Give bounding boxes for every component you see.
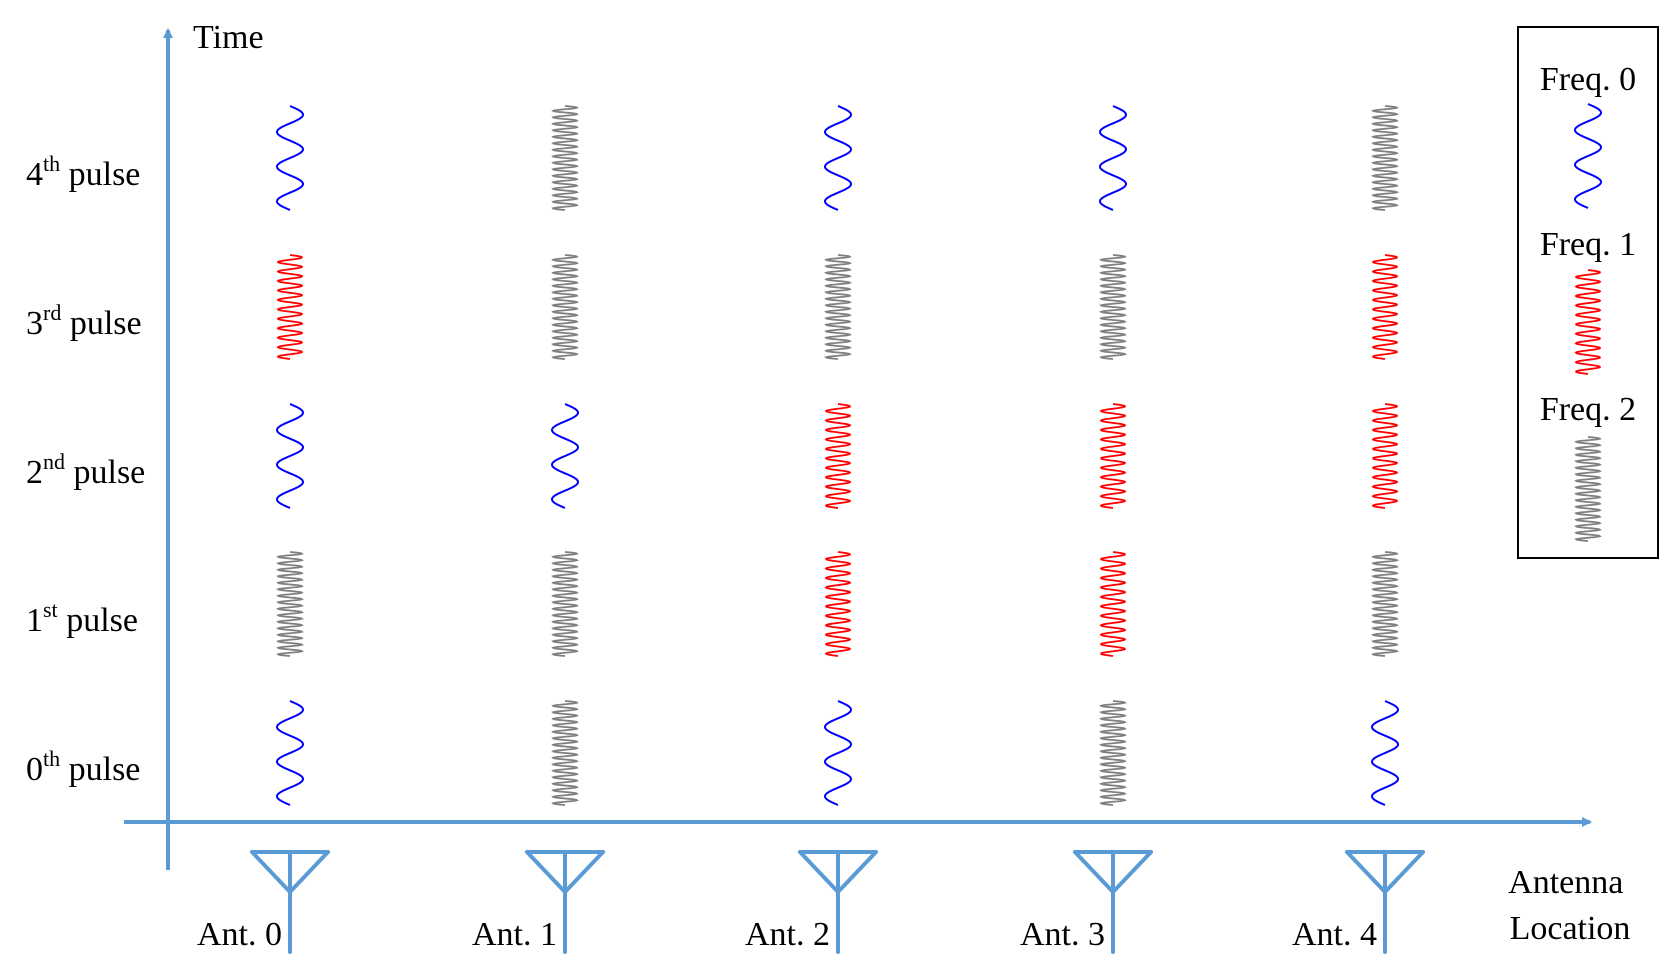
antenna-axis-label-line2: Location	[1510, 910, 1631, 947]
time-axis-label: Time	[193, 19, 264, 56]
waveform-pulse3-ant2	[824, 254, 852, 360]
legend-wave-freq-0	[1573, 103, 1603, 209]
antenna-axis-label: Antenna Location	[1508, 864, 1632, 947]
waveform-pulse4-ant3	[1098, 105, 1128, 211]
antenna-icon	[250, 850, 330, 954]
legend-box	[1517, 26, 1659, 559]
pulse-label-1: 1st pulse	[26, 597, 138, 639]
waveform-pulse2-ant3	[1099, 403, 1127, 509]
pulse-label-0: 0th pulse	[26, 746, 140, 788]
antenna-1: Ant. 1	[472, 850, 605, 954]
waveform-pulse0-ant0	[275, 700, 305, 806]
antenna-label-2: Ant. 2	[745, 916, 830, 953]
pulse-number: 2	[26, 454, 43, 491]
pulse-ordinal-suffix: th	[43, 151, 60, 176]
frequency-legend: Freq. 0 Freq. 1 Freq. 2	[1517, 26, 1659, 559]
waveform-pulse2-ant4	[1371, 403, 1399, 509]
antenna-icon	[525, 850, 605, 954]
pulse-number: 0	[26, 751, 43, 788]
waveform-pulse0-ant4	[1370, 700, 1400, 806]
legend-label-freq-2: Freq. 2	[1540, 391, 1636, 428]
waveform-pulse4-ant1	[551, 105, 579, 211]
antenna-icon	[1073, 850, 1153, 954]
waveform-pulse1-ant1	[551, 551, 579, 657]
pulse-ordinal-suffix: th	[43, 746, 60, 771]
pulse-word: pulse	[61, 305, 141, 342]
waveform-pulse2-ant2	[824, 403, 852, 509]
antenna-label-0: Ant. 0	[197, 916, 282, 953]
waveform-pulse3-ant0	[276, 254, 304, 360]
antenna-axis-label-line1: Antenna	[1508, 864, 1623, 901]
pulse-ordinal-suffix: nd	[43, 449, 65, 474]
legend-wave-freq-2	[1574, 436, 1602, 542]
pulse-label-3: 3rd pulse	[26, 300, 142, 342]
pulse-number: 4	[26, 156, 43, 193]
pulse-ordinal-suffix: rd	[43, 300, 61, 325]
pulse-number: 3	[26, 305, 43, 342]
pulse-label-2: 2nd pulse	[26, 449, 145, 491]
pulse-word: pulse	[65, 454, 145, 491]
waveform-pulse0-ant1	[551, 700, 579, 806]
waveform-pulse4-ant2	[823, 105, 853, 211]
antenna-4: Ant. 4	[1292, 850, 1425, 954]
antenna-icon	[798, 850, 878, 954]
waveform-pulse4-ant0	[275, 105, 305, 211]
waveform-pulse2-ant1	[550, 403, 580, 509]
waveform-pulse3-ant3	[1099, 254, 1127, 360]
pulse-word: pulse	[60, 156, 140, 193]
antenna-label-1: Ant. 1	[472, 916, 557, 953]
pulse-word: pulse	[58, 602, 138, 639]
waveform-pulse1-ant3	[1099, 551, 1127, 657]
waveform-pulse0-ant2	[823, 700, 853, 806]
waveform-pulse1-ant0	[276, 551, 304, 657]
pulse-label-4: 4th pulse	[26, 151, 140, 193]
legend-label-freq-0: Freq. 0	[1540, 61, 1636, 98]
antenna-label-4: Ant. 4	[1292, 916, 1377, 953]
pulse-word: pulse	[60, 751, 140, 788]
antenna-0: Ant. 0	[197, 850, 330, 954]
waveform-pulse1-ant2	[824, 551, 852, 657]
waveform-pulse3-ant1	[551, 254, 579, 360]
legend-label-freq-1: Freq. 1	[1540, 226, 1636, 263]
pulse-ordinal-suffix: st	[43, 597, 58, 622]
antenna-3: Ant. 3	[1020, 850, 1153, 954]
antenna-row: Ant. 0 Ant. 1 Ant. 2 Ant. 3 Ant. 4	[197, 850, 1425, 954]
antenna-label-3: Ant. 3	[1020, 916, 1105, 953]
waveform-pulse3-ant4	[1371, 254, 1399, 360]
antenna-2: Ant. 2	[745, 850, 878, 954]
waveform-pulse4-ant4	[1371, 105, 1399, 211]
waveform-grid	[275, 105, 1400, 806]
pulse-number: 1	[26, 602, 43, 639]
waveform-pulse2-ant0	[275, 403, 305, 509]
waveform-pulse0-ant3	[1099, 700, 1127, 806]
legend-wave-freq-1	[1574, 269, 1602, 375]
waveform-pulse1-ant4	[1371, 551, 1399, 657]
antenna-icon	[1345, 850, 1425, 954]
